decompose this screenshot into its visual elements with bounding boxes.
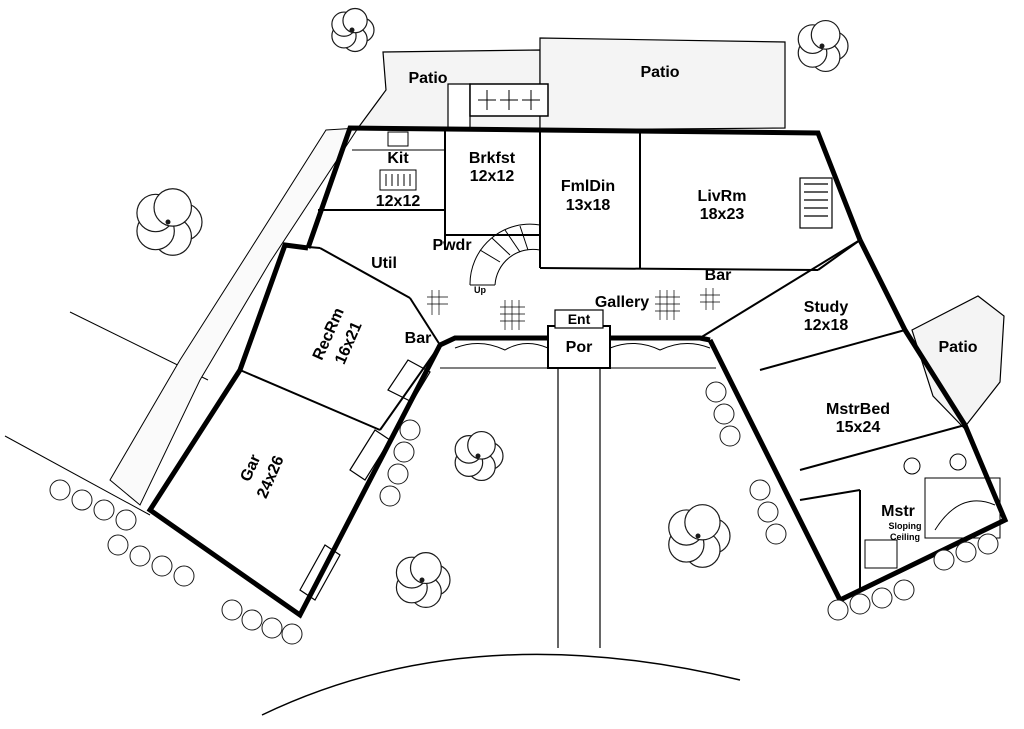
mstr-note-1: Sloping	[889, 521, 922, 531]
bath-fixtures	[864, 453, 1001, 569]
shrub	[719, 425, 741, 447]
side-walk-strip	[109, 127, 359, 506]
brkfst-size: 12x12	[470, 168, 515, 185]
shrub	[379, 485, 401, 507]
shrub	[93, 499, 115, 521]
gallery-label: Gallery	[595, 294, 649, 311]
kitchen-fixtures	[352, 131, 445, 191]
shrub	[849, 593, 871, 615]
tree-canopy	[395, 552, 451, 608]
shrubs	[49, 381, 999, 645]
tree-canopy	[331, 7, 375, 53]
shrub	[173, 565, 195, 587]
shrub	[129, 545, 151, 567]
mstrbed-label: MstrBed	[826, 401, 890, 418]
property-curve	[261, 653, 741, 716]
room-labels: Patio Patio Patio Kit 12x12 Brkfst 12x12…	[238, 64, 978, 542]
patio-right-label: Patio	[938, 339, 977, 356]
shrub	[115, 509, 137, 531]
ent-label: Ent	[568, 311, 591, 327]
mstrbed-size: 15x24	[836, 419, 881, 436]
shrub	[261, 617, 283, 639]
shrub	[827, 599, 849, 621]
shrub	[221, 599, 243, 621]
shrub	[765, 523, 787, 545]
shrub	[705, 381, 727, 403]
fireplace	[799, 177, 833, 229]
shrub	[933, 549, 955, 571]
study-label: Study	[804, 299, 849, 316]
fmldin-size: 13x18	[566, 197, 611, 214]
shrub	[107, 534, 129, 556]
tree-canopy	[136, 188, 203, 256]
tree-canopy	[454, 430, 504, 482]
livrm-label: LivRm	[698, 188, 747, 205]
kit-label: Kit	[387, 150, 409, 167]
front-walkway	[557, 368, 601, 648]
patio-left-label: Patio	[408, 70, 447, 87]
staircase	[469, 223, 541, 286]
shrub	[977, 533, 999, 555]
kit-size: 12x12	[376, 193, 421, 210]
patio-right-slab	[911, 295, 1005, 429]
front-planters	[440, 343, 716, 369]
shrub	[151, 555, 173, 577]
patio-top-label: Patio	[640, 64, 679, 81]
pwdr-label: Pwdr	[432, 237, 471, 254]
shrub	[49, 479, 71, 501]
livrm-size: 18x23	[700, 206, 745, 223]
fmldin-label: FmlDin	[561, 178, 615, 195]
gallery-tiles	[427, 288, 720, 330]
shrub	[757, 501, 779, 523]
shrub	[893, 579, 915, 601]
garage-details	[299, 359, 431, 601]
shrub	[71, 489, 93, 511]
study-size: 12x18	[804, 317, 849, 334]
entry-box	[554, 309, 604, 329]
bar-right-label: Bar	[705, 267, 732, 284]
por-label: Por	[566, 339, 593, 356]
util-label: Util	[371, 255, 397, 272]
shrub	[399, 419, 421, 441]
mstr-note-2: Ceiling	[890, 532, 920, 542]
brkfst-label: Brkfst	[469, 150, 516, 167]
shrub	[871, 587, 893, 609]
shrub	[387, 463, 409, 485]
bar-left-label: Bar	[405, 330, 432, 347]
trees	[136, 7, 849, 608]
tree-canopy	[797, 19, 849, 73]
planter-shrubs	[478, 90, 540, 110]
shrub	[749, 479, 771, 501]
shrub	[241, 609, 263, 631]
mstr-label: Mstr	[881, 503, 915, 520]
shrub	[955, 541, 977, 563]
tree-canopy	[668, 504, 731, 568]
shrub	[281, 623, 303, 645]
shrub	[713, 403, 735, 425]
patio-top-slab	[539, 37, 786, 131]
porch-box	[547, 325, 611, 369]
up-label: Up	[474, 285, 486, 295]
shrub	[393, 441, 415, 463]
